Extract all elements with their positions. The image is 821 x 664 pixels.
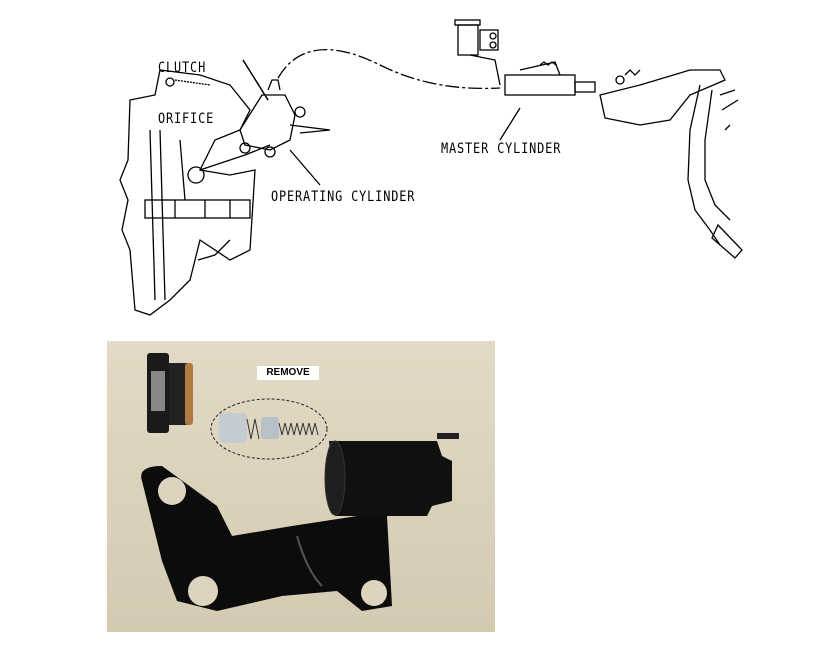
operating-cylinder-body: [324, 433, 459, 516]
transmission-drawing: [119, 69, 271, 316]
master-cylinder-drawing: [454, 19, 596, 96]
remove-highlight-ellipse: [210, 398, 328, 460]
clutch-orifice-label-line1: CLUTCH: [158, 60, 207, 76]
remove-callout-label: REMOVE: [257, 366, 319, 380]
parts-photo-drawing: [107, 341, 495, 632]
operating-cylinder-bracket: [141, 466, 392, 611]
bleeder-bolt: [147, 353, 193, 433]
clutch-pedal-drawing: [599, 69, 743, 259]
clutch-orifice-label: CLUTCH ORIFICE: [158, 26, 214, 162]
operating-cylinder-label: OPERATING CYLINDER: [271, 189, 416, 205]
master-cylinder-label: MASTER CYLINDER: [441, 141, 562, 157]
clutch-hydraulic-diagram: CLUTCH ORIFICE OPERATING CYLINDER MASTER…: [0, 0, 821, 330]
diagram-drawing: [119, 19, 743, 316]
orifice-valve-and-spring: [219, 413, 319, 443]
operating-cylinder-drawing: [239, 79, 331, 158]
orifice-parts-photo: REMOVE: [107, 341, 495, 632]
hydraulic-hose: [277, 49, 501, 90]
clutch-orifice-label-line2: ORIFICE: [158, 111, 215, 127]
